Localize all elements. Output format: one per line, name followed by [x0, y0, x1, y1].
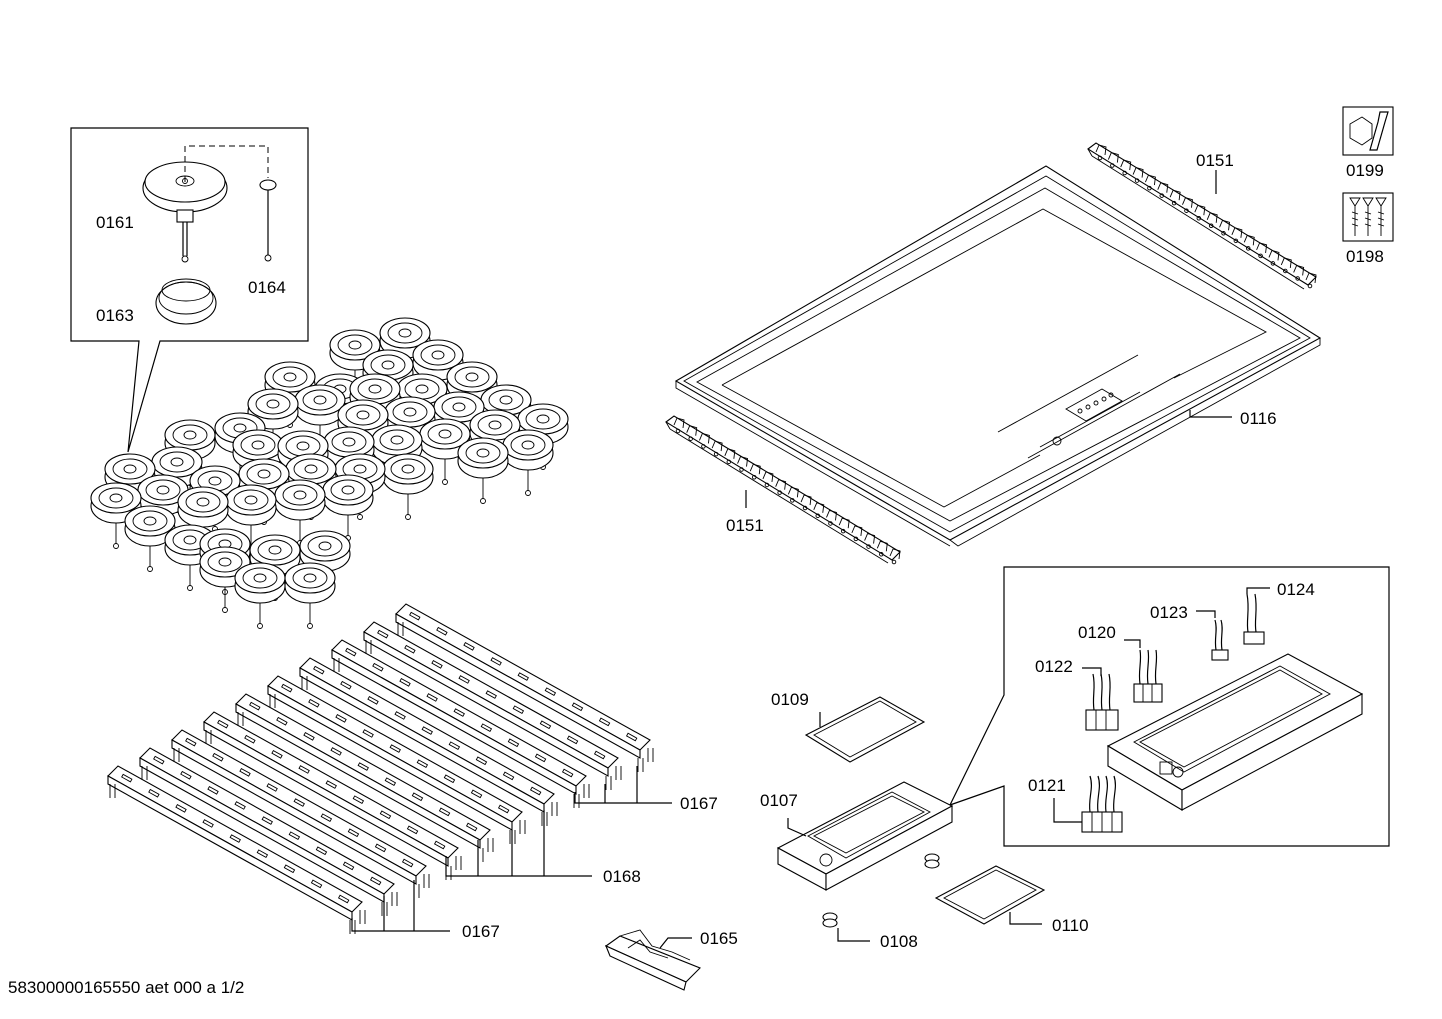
coil-detail-box: 0161 0164 0163	[70, 127, 309, 453]
support-rail[interactable]	[203, 711, 462, 880]
induction-coil	[299, 530, 351, 597]
induction-coil	[322, 474, 374, 541]
support-rail[interactable]	[331, 639, 590, 808]
label-0198: 0198	[1346, 247, 1384, 266]
label-0151-top: 0151	[1196, 151, 1234, 170]
label-0107: 0107	[760, 791, 798, 810]
label-0165: 0165	[700, 929, 738, 948]
label-0109: 0109	[771, 690, 809, 709]
induction-coil	[90, 482, 142, 549]
induction-coil	[502, 429, 554, 496]
document-id: 58300000165550 aet 000 a 1/2	[8, 978, 245, 997]
screw-set-icon[interactable]	[1342, 192, 1394, 242]
connector-part-0121[interactable]	[1053, 775, 1123, 833]
induction-coil	[274, 479, 326, 546]
induction-coil	[284, 562, 336, 629]
support-rail[interactable]	[299, 657, 558, 826]
foil-part-0110[interactable]	[934, 865, 1046, 925]
support-rails[interactable]	[107, 603, 654, 934]
label-0108: 0108	[880, 932, 918, 951]
induction-coil	[177, 486, 229, 553]
connector-part-0124[interactable]	[1243, 587, 1270, 645]
induction-coil	[124, 505, 176, 572]
module-part-0107[interactable]	[776, 781, 954, 891]
hob-glass-0116[interactable]	[674, 165, 1322, 547]
clip-part-0165[interactable]	[604, 929, 701, 991]
power-board[interactable]	[1106, 653, 1364, 811]
label-0121: 0121	[1028, 776, 1066, 795]
label-0151-bottom: 0151	[726, 516, 764, 535]
label-0161: 0161	[96, 213, 134, 232]
ring-part-0163[interactable]	[155, 278, 217, 325]
induction-coil	[419, 418, 471, 485]
induction-coil	[457, 437, 509, 504]
coil-array	[90, 317, 569, 629]
connector-part-0123[interactable]	[1196, 610, 1229, 661]
induction-coil	[382, 453, 434, 520]
support-rail[interactable]	[107, 765, 366, 934]
label-0199: 0199	[1346, 161, 1384, 180]
connector-part-0122[interactable]	[1082, 667, 1119, 731]
label-0116: 0116	[1240, 409, 1277, 428]
induction-coil	[232, 429, 284, 496]
label-0168: 0168	[603, 867, 641, 886]
connector-part-0120[interactable]	[1124, 639, 1163, 703]
label-0164: 0164	[248, 278, 286, 297]
label-0122: 0122	[1035, 657, 1073, 676]
induction-coil	[234, 562, 286, 629]
support-rail[interactable]	[363, 621, 622, 790]
spring-part-0108[interactable]	[822, 853, 940, 942]
wrench-icon[interactable]	[1342, 106, 1394, 156]
label-0167-lower: 0167	[462, 922, 500, 941]
label-0163: 0163	[96, 306, 134, 325]
module-detail-box: 0120 0123 0124 0122 0	[949, 566, 1390, 847]
support-rail[interactable]	[171, 729, 430, 898]
foil-part-0109[interactable]	[804, 696, 926, 763]
label-0110: 0110	[1052, 916, 1089, 935]
label-0124: 0124	[1277, 580, 1315, 599]
rail-leader-lines	[351, 766, 672, 932]
support-rail[interactable]	[235, 693, 494, 862]
side-rail-0151-bottom[interactable]	[665, 415, 901, 565]
sensor-part-0164[interactable]	[259, 179, 277, 262]
label-0120: 0120	[1078, 623, 1116, 642]
label-0123: 0123	[1150, 603, 1188, 622]
label-0167-upper: 0167	[680, 794, 718, 813]
support-rail[interactable]	[395, 603, 654, 772]
side-rail-0151-top[interactable]	[1087, 142, 1317, 290]
